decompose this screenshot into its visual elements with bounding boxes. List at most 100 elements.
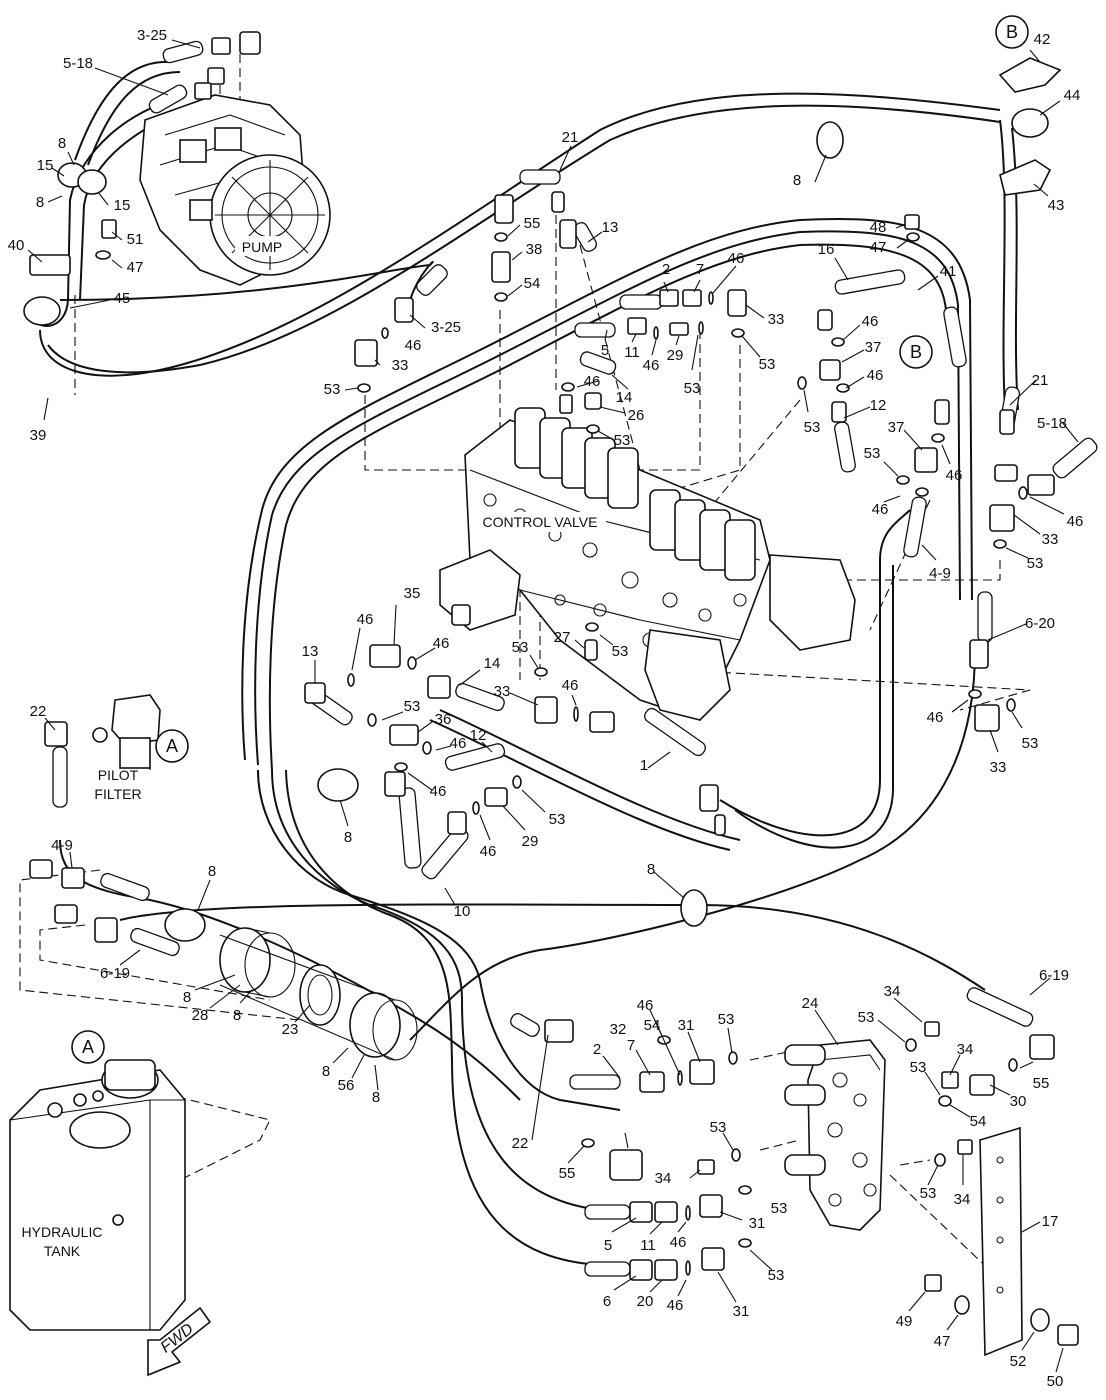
ref-a-bottom: A [82,1037,94,1057]
callout-5-18-right: 5-18 [1037,415,1067,432]
callout-8-h: 8 [322,1063,330,1080]
callout-51: 51 [127,231,144,248]
ref-circle-b-mid [899,335,933,369]
callout-53-n: 53 [718,1011,735,1028]
callout-8-f: 8 [183,989,191,1006]
pilot-filter-label-2: FILTER [94,786,141,802]
callout-46-r: 46 [670,1234,687,1251]
callout-11-b: 11 [640,1237,656,1254]
callout-20: 20 [637,1293,654,1310]
callout-29-a: 29 [667,347,684,364]
callout-7-a: 7 [696,261,704,278]
hydraulic-tank: HYDRAULIC TANK [9,1059,186,1331]
line-routes [34,60,1019,1266]
callout-33-e: 33 [494,683,511,700]
callout-8-a: 8 [58,135,66,152]
callout-24: 24 [802,995,819,1012]
callout-23: 23 [282,1021,299,1038]
callout-45: 45 [114,290,131,307]
callout-42: 42 [1034,31,1051,48]
callout-53-m: 53 [858,1009,875,1026]
callout-8-j: 8 [647,861,655,878]
clamp-parts [998,57,1062,196]
callout-33-d: 33 [990,759,1007,776]
callout-47-b: 47 [870,239,887,256]
callout-34-c: 34 [655,1170,672,1187]
mounting-bracket [979,1126,1023,1357]
callout-46-c: 46 [643,357,660,374]
callout-37-a: 37 [865,339,882,356]
callout-55-b: 55 [1033,1075,1050,1092]
callout-53-i: 53 [512,639,529,656]
callout-33-b: 33 [768,311,785,328]
callout-46-f: 46 [867,367,884,384]
callout-53-o: 53 [910,1059,927,1076]
ref-circle-a-top [155,729,189,763]
control-valve: CONTROL VALVE [439,407,856,721]
callout-11-a: 11 [624,344,640,361]
callout-4-9-a: 4-9 [929,565,951,582]
valve-spools [514,407,756,581]
callout-47-c: 47 [934,1333,951,1350]
callout-1: 1 [640,757,648,774]
callout-6-20: 6-20 [1025,615,1055,632]
callout-48: 48 [870,219,887,236]
callout-46-j: 46 [927,709,944,726]
callout-30: 30 [1010,1093,1027,1110]
callout-22-b: 22 [512,1135,529,1152]
callout-53-h: 53 [1022,735,1039,752]
callout-53-b: 53 [684,380,701,397]
suction-pipe-assembly [219,927,418,1061]
callout-33-a: 33 [392,357,409,374]
callout-3-25-mid: 3-25 [431,319,461,336]
callout-29-b: 29 [522,833,539,850]
callout-53-k: 53 [404,698,421,715]
callout-12-a: 12 [870,397,887,414]
callout-53-d: 53 [614,432,631,449]
hydraulic-tank-label-1: HYDRAULIC [22,1224,103,1240]
callout-50: 50 [1047,1373,1064,1390]
callout-56: 56 [338,1077,355,1094]
callout-21-a: 21 [562,129,579,146]
callout-8-i: 8 [372,1089,380,1106]
hose-segments [52,40,1098,1277]
callout-28: 28 [192,1007,209,1024]
callout-21-b: 21 [1032,372,1049,389]
callout-31-b: 31 [749,1215,766,1232]
callout-46-i: 46 [1067,513,1084,530]
callout-46-h: 46 [872,501,889,518]
callout-40: 40 [8,237,25,254]
callout-31-a: 31 [678,1017,695,1034]
callout-17: 17 [1042,1213,1059,1230]
ref-a-top: A [166,736,178,756]
callout-13-a: 13 [602,219,619,236]
reference-markers: B B A A [71,15,1029,1064]
hydraulic-tank-label-2: TANK [44,1243,81,1259]
callout-53-q: 53 [771,1200,788,1217]
callout-46-n: 46 [450,735,467,752]
callout-46-k: 46 [357,611,374,628]
callout-46-s: 46 [667,1297,684,1314]
pilot-filter: PILOT FILTER [92,694,161,802]
callout-33-c: 33 [1042,531,1059,548]
solenoid-manifold [784,1039,886,1231]
callout-55-a: 55 [524,215,541,232]
callout-46-e: 46 [862,313,879,330]
callout-53-a: 53 [324,381,341,398]
callout-46-l: 46 [433,635,450,652]
callout-53-f: 53 [864,445,881,462]
callout-5-18-left: 5-18 [63,55,93,72]
callout-54-c: 54 [644,1017,661,1034]
callout-53-p: 53 [710,1119,727,1136]
callout-53-e: 53 [804,419,821,436]
pilot-filter-label-1: PILOT [98,767,139,783]
callout-8-d: 8 [344,829,352,846]
callout-8-b: 8 [36,194,44,211]
callout-53-r: 53 [920,1185,937,1202]
callout-38: 38 [526,241,543,258]
callout-41: 41 [940,263,957,280]
callout-46-p: 46 [480,843,497,860]
callout-52: 52 [1010,1353,1027,1370]
callout-5-a: 5 [601,342,609,359]
